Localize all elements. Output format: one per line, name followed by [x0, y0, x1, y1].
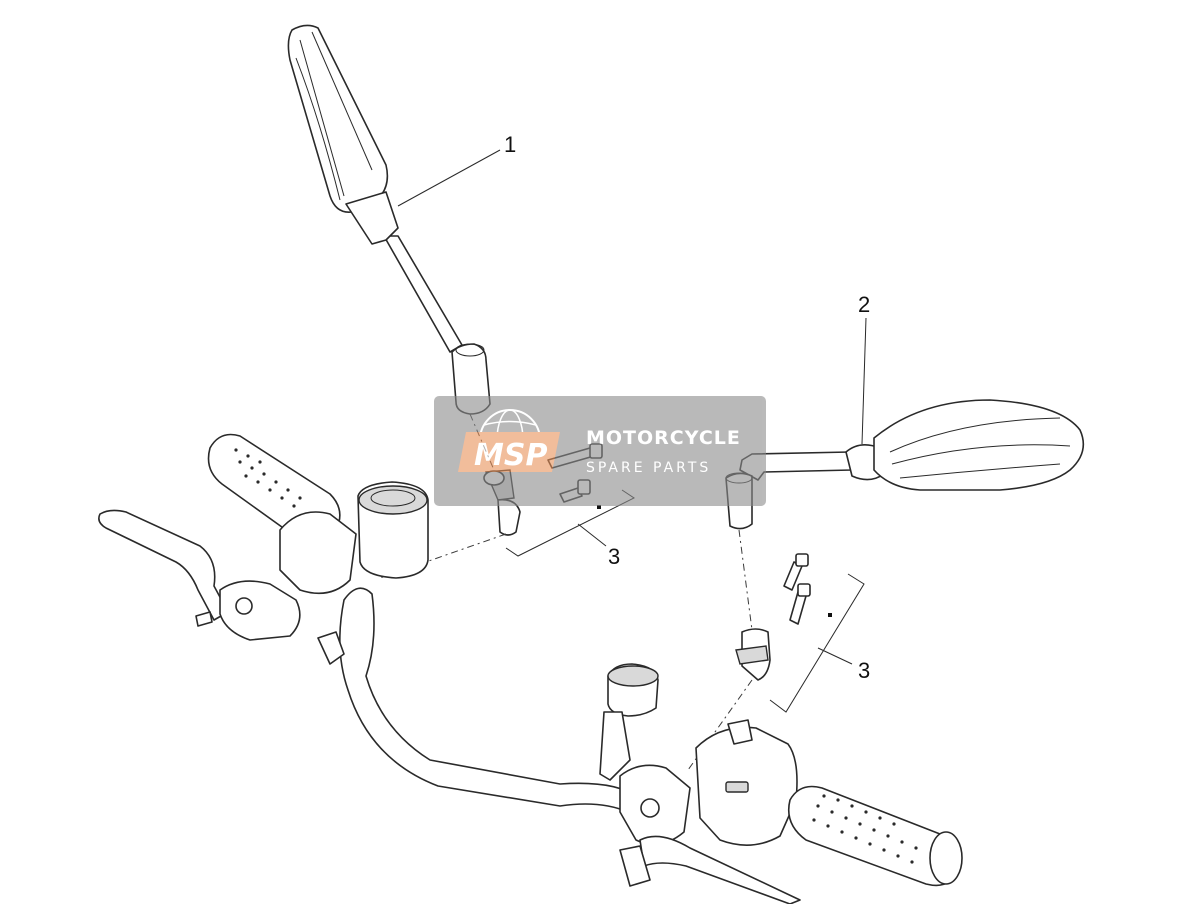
watermark-line1: MOTORCYCLE	[586, 427, 741, 449]
callout-3-left: 3	[608, 544, 620, 569]
watermark-line2: SPARE PARTS	[586, 460, 711, 476]
watermark-logo-badge	[458, 432, 560, 472]
left-mirror	[287, 24, 491, 415]
handlebar-assembly	[98, 433, 963, 904]
right-mirror	[725, 399, 1085, 530]
watermark-logo: MSP	[474, 438, 547, 473]
callout-2: 2	[858, 292, 870, 317]
right-mount-kit	[735, 553, 865, 713]
right-grip-texture	[812, 794, 918, 864]
callout-1: 1	[504, 132, 516, 157]
watermark: MSP MOTORCYCLE SPARE PARTS	[434, 396, 766, 506]
leader-lines	[397, 149, 867, 665]
assembly-axis-lines	[379, 413, 753, 771]
callout-3-right: 3	[858, 658, 870, 683]
